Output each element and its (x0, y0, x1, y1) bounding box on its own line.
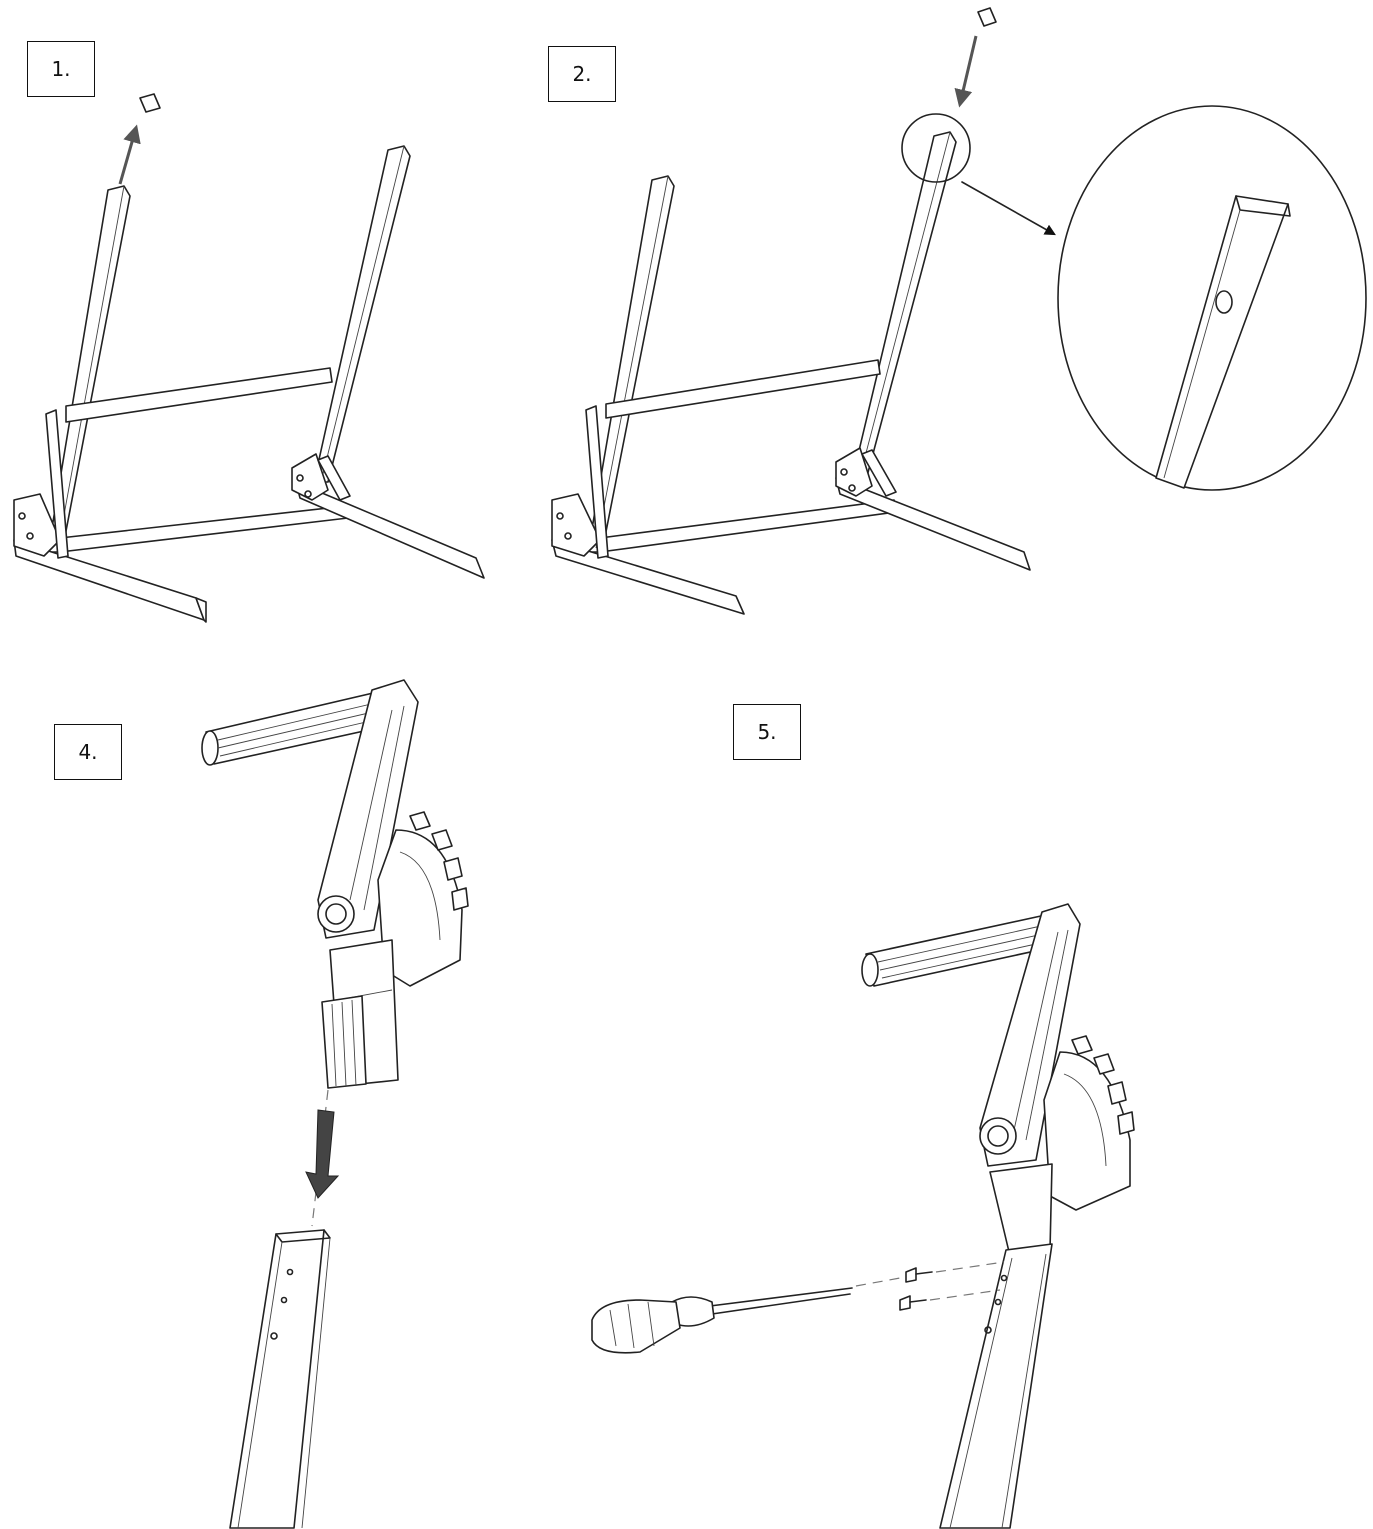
frame-step1 (13, 93, 485, 623)
handle-step4 (201, 679, 469, 1529)
step-4-label: 4. (54, 724, 122, 780)
step-2-label: 2. (548, 46, 616, 102)
frame-step2 (551, 7, 1367, 615)
step-1-label: 1. (27, 41, 95, 97)
step-5-label: 5. (733, 704, 801, 760)
handle-step5 (591, 903, 1135, 1529)
